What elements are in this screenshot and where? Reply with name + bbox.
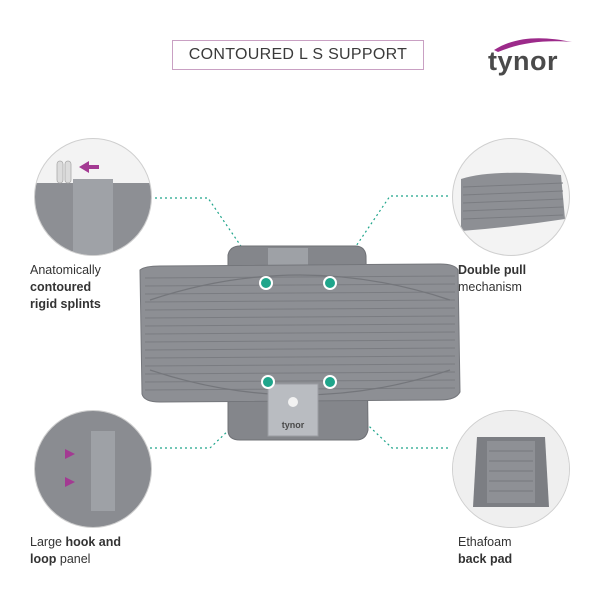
caption-hook-loop: Large hook and loop panel [30, 535, 122, 566]
brand-swoosh-icon [494, 38, 572, 52]
feature-markers [259, 276, 337, 389]
detail-double-pull [452, 138, 570, 256]
detail-splints [34, 138, 152, 256]
belt-ribbing [144, 275, 456, 391]
belt-brand-label: tynor [282, 420, 305, 430]
caption-splints: Anatomically contoured rigid splints [30, 263, 101, 311]
brand-name: tynor [488, 46, 558, 76]
marker-1 [259, 276, 273, 290]
caption-double-pull: Double pull mechanism [458, 263, 527, 294]
connector-top-left [150, 197, 246, 253]
page-title: CONTOURED L S SUPPORT [172, 40, 424, 70]
arrow-right-icon [65, 477, 75, 487]
connector-top-right [351, 195, 448, 253]
page-title-text: CONTOURED L S SUPPORT [188, 46, 408, 63]
arrow-left-icon [79, 161, 99, 173]
marker-2 [323, 276, 337, 290]
connector-bottom-right [351, 409, 448, 449]
detail-hook-loop [34, 410, 152, 528]
label-button [288, 397, 298, 407]
label-patch [267, 383, 319, 437]
caption-back-pad: Ethafoam back pad [458, 535, 513, 566]
brand-logo: tynor [488, 34, 578, 84]
marker-3 [261, 375, 275, 389]
detail-back-pad [452, 410, 570, 528]
marker-4 [323, 375, 337, 389]
arrow-right-icon [65, 449, 75, 459]
